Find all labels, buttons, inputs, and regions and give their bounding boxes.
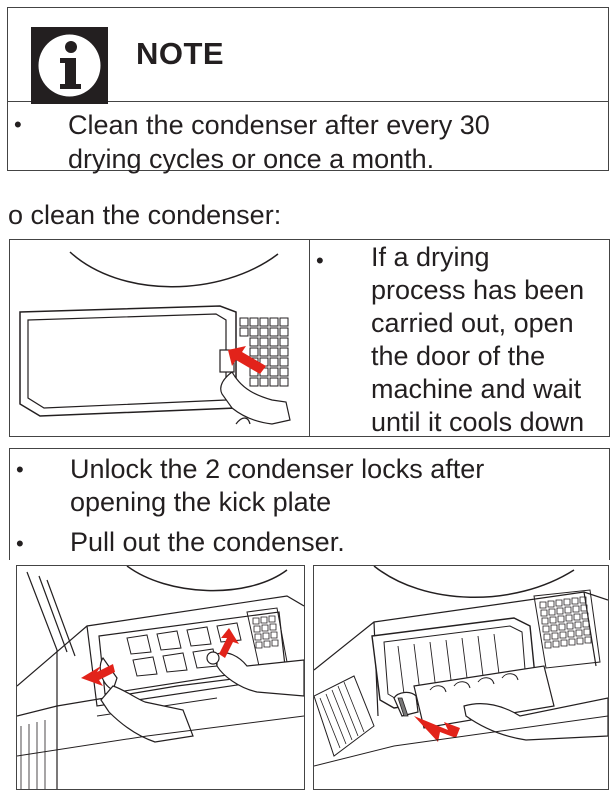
bullet: • (16, 531, 24, 556)
unlock-locks-illustration (16, 565, 305, 790)
note-box: NOTE • Clean the condenser after every 3… (7, 7, 609, 174)
step1-line4: the door of the (371, 341, 546, 371)
bullet: • (14, 112, 22, 137)
bullet: • (16, 457, 24, 482)
section-intro: o clean the condenser: (8, 200, 282, 230)
condenser-cover-illustration (10, 240, 310, 436)
step2-line1: Unlock the 2 condenser locks after (70, 454, 485, 484)
step-list: • Unlock the 2 condenser locks after ope… (9, 448, 610, 560)
pull-out-condenser-illustration (313, 565, 609, 790)
step1-line6: until it cools down (371, 407, 585, 437)
step1-line5: machine and wait (371, 374, 582, 404)
note-header: NOTE (8, 8, 608, 104)
note-title: NOTE (136, 36, 225, 71)
note-text-line1: Clean the condenser after every 30 (68, 110, 490, 140)
note-text-line2: drying cycles or once a month. (68, 144, 435, 174)
step1-line2: process has been (371, 275, 585, 305)
bullet: • (316, 248, 324, 273)
step3-text: Pull out the condenser. (70, 527, 345, 557)
step1-line3: carried out, open (371, 308, 574, 338)
step-open-door: • If a drying process has been carried o… (9, 239, 610, 437)
step1-line1: If a drying (371, 242, 490, 272)
info-icon (31, 27, 108, 104)
step2-line2: opening the kick plate (70, 487, 332, 517)
